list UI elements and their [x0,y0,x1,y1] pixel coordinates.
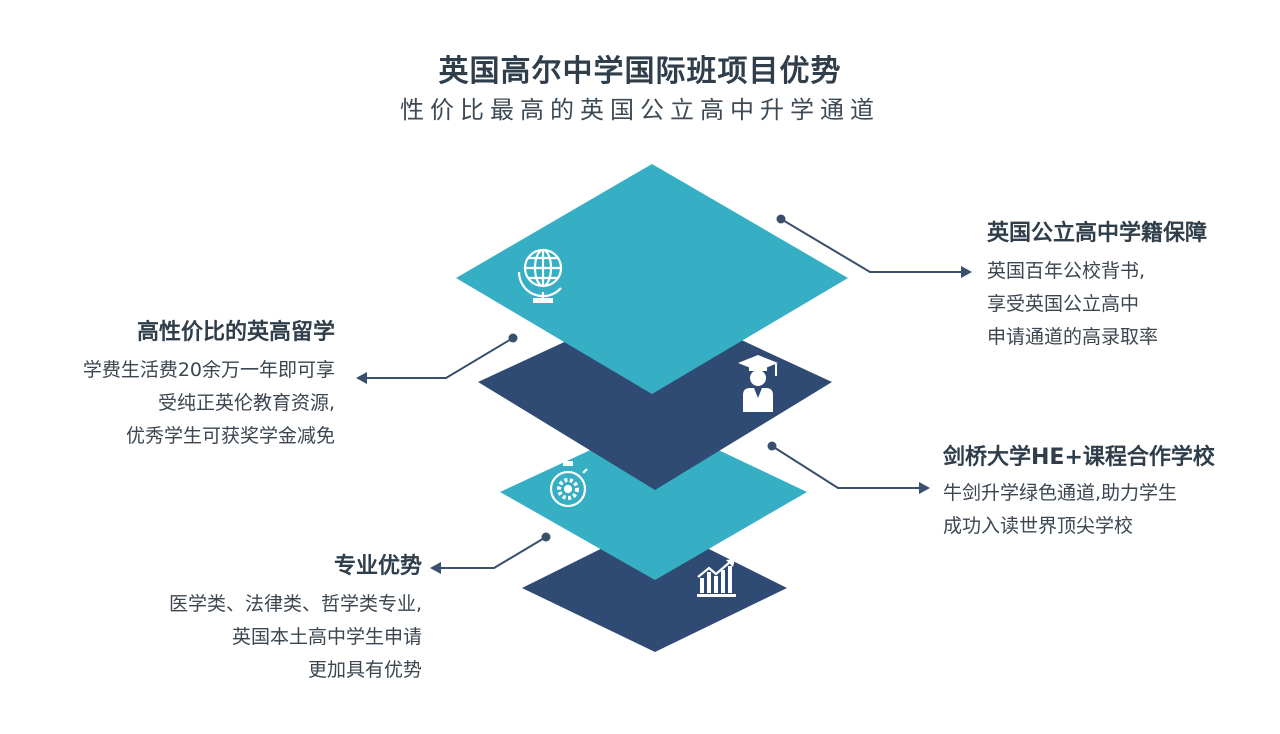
callout-title: 高性价比的英高留学 [136,320,335,345]
callout-title: 专业优势 [333,554,422,579]
callout-major-advantage: 专业优势 医学类、法律类、哲学类专业, 英国本土高中学生申请 更加具有优势 [169,552,422,687]
page-title: 英国高尔中学国际班项目优势 [438,54,842,89]
layer-4-navy [522,522,787,652]
connector-cost-effective [356,333,518,384]
callout-cambridge-he: 剑桥大学HE+课程合作学校 牛剑升学绿色通道,助力学生 成功入读世界顶尖学校 [943,443,1215,543]
layer-2-navy [478,300,832,490]
callout-line: 英国百年公校背书, [987,260,1146,282]
callout-line: 英国本土高中学生申请 [231,626,422,648]
callout-title: 英国公立高中学籍保障 [987,221,1208,246]
callout-line: 学费生活费20余万一年即可享 [82,359,335,381]
graduate-icon [738,355,778,412]
connector-cambridge-he [767,441,930,494]
callout-public-school: 英国公立高中学籍保障 英国百年公校背书, 享受英国公立高中 申请通道的高录取率 [987,219,1207,354]
callout-line: 享受英国公立高中 [987,293,1140,315]
connector-public-school [776,214,972,278]
globe-icon [517,248,563,303]
callout-line: 医学类、法律类、哲学类专业, [168,593,422,615]
callout-line: 申请通道的高录取率 [987,326,1159,348]
callout-line: 牛剑升学绿色通道,助力学生 [943,482,1178,504]
callout-cost-effective: 高性价比的英高留学 学费生活费20余万一年即可享 受纯正英伦教育资源, 优秀学生… [83,318,335,453]
connector-major-advantage [430,532,551,574]
layer-3-teal [500,420,807,580]
callout-line: 成功入读世界顶尖学校 [943,515,1134,537]
stopwatch-gear-icon [549,461,588,508]
callout-title: 剑桥大学HE+课程合作学校 [943,445,1215,470]
layer-1-teal [456,164,848,394]
callout-line: 受纯正英伦教育资源, [157,392,335,414]
callout-line: 优秀学生可获奖学金减免 [125,425,335,447]
callout-line: 更加具有优势 [307,659,422,681]
page-subtitle: 性价比最高的英国公立高中升学通道 [400,96,880,124]
growth-chart-icon [697,559,736,597]
